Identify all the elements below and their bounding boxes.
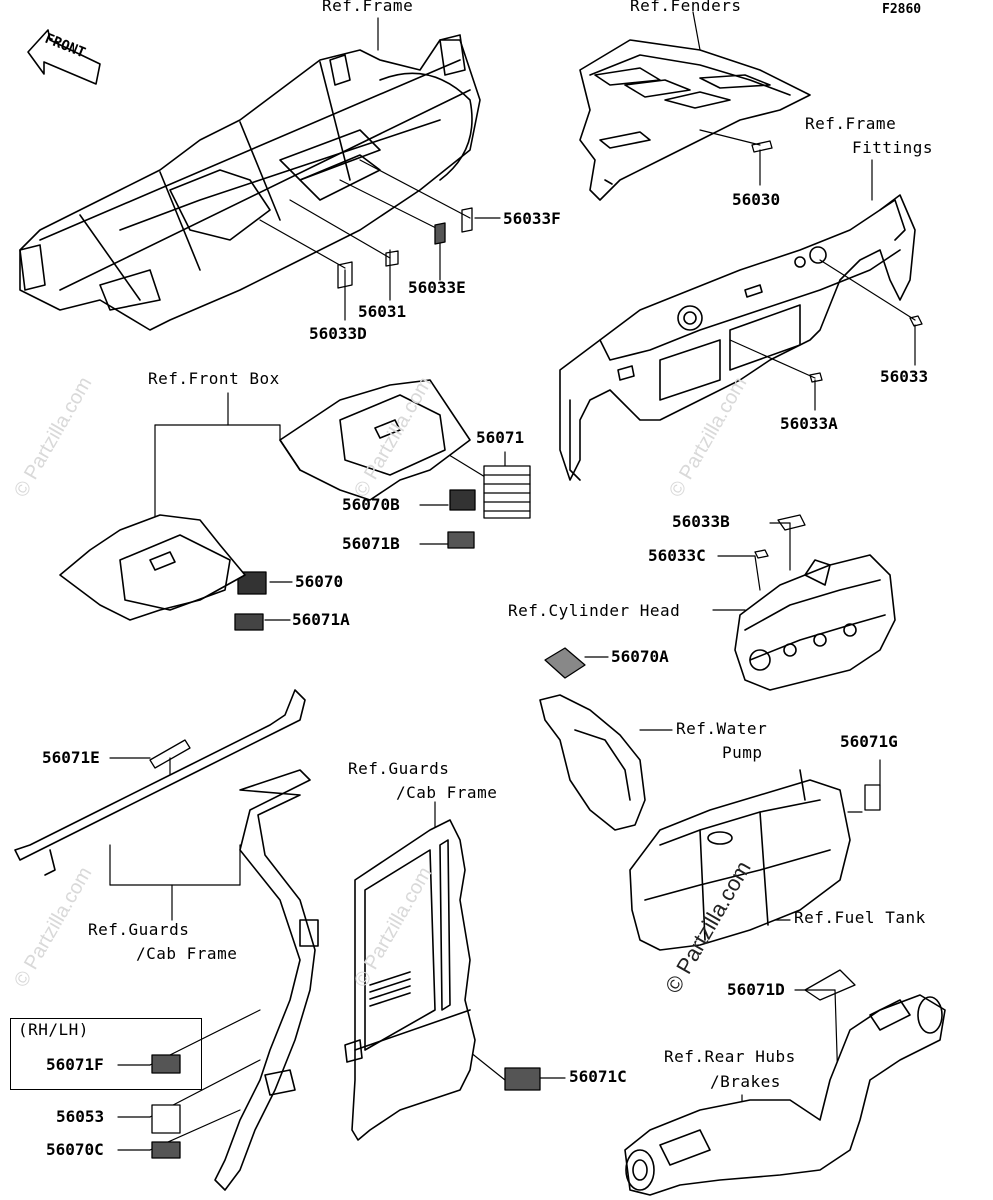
fenders-illustration bbox=[579, 39, 811, 201]
ref-guards-2b: /Cab Frame bbox=[136, 944, 238, 963]
part-56071: 56071 bbox=[476, 428, 525, 447]
fuel-tank-illustration bbox=[629, 769, 851, 951]
cylinder-head-illustration bbox=[734, 554, 896, 691]
ref-water-pump-2: Pump bbox=[722, 743, 763, 762]
ref-frame-fittings-1: Ref.Frame bbox=[805, 114, 897, 133]
part-56071E: 56071E bbox=[42, 748, 100, 767]
part-56070C: 56070C bbox=[46, 1140, 104, 1159]
part-56033B: 56033B bbox=[672, 512, 730, 531]
ref-fenders: Ref.Fenders bbox=[630, 0, 742, 15]
guard-bar-illustration bbox=[14, 689, 306, 876]
part-56071C: 56071C bbox=[569, 1067, 627, 1086]
ref-frame: Ref.Frame bbox=[322, 0, 414, 15]
ref-rear-hubs-2: /Brakes bbox=[710, 1072, 781, 1091]
part-56053: 56053 bbox=[56, 1107, 105, 1126]
ref-front-box: Ref.Front Box bbox=[148, 369, 280, 388]
rear-hubs-illustration bbox=[624, 994, 946, 1196]
part-56033E: 56033E bbox=[408, 278, 466, 297]
part-56070: 56070 bbox=[295, 572, 344, 591]
ref-guards-a: Ref.Guards bbox=[348, 759, 450, 778]
guard-post-illustration bbox=[214, 769, 319, 1191]
ref-water-pump-1: Ref.Water bbox=[676, 719, 768, 738]
part-56033A: 56033A bbox=[780, 414, 838, 433]
part-56071B: 56071B bbox=[342, 534, 400, 553]
part-56071A: 56071A bbox=[292, 610, 350, 629]
frame-illustration bbox=[19, 34, 481, 331]
front-arrow-icon bbox=[27, 29, 101, 85]
ref-cylinder-head: Ref.Cylinder Head bbox=[508, 601, 681, 620]
part-56033D: 56033D bbox=[309, 324, 367, 343]
part-56070B: 56070B bbox=[342, 495, 400, 514]
part-56033C: 56033C bbox=[648, 546, 706, 565]
part-56030: 56030 bbox=[732, 190, 781, 209]
ref-guards-b: /Cab Frame bbox=[396, 783, 498, 802]
rh-lh-label: (RH/LH) bbox=[18, 1020, 89, 1039]
ref-rear-hubs-1: Ref.Rear Hubs bbox=[664, 1047, 796, 1066]
water-pump-illustration bbox=[539, 694, 646, 831]
ref-fuel-tank: Ref.Fuel Tank bbox=[794, 908, 926, 927]
cab-frame-illustration bbox=[344, 819, 476, 1141]
front-box-upper-illustration bbox=[279, 379, 471, 501]
frame-fittings-illustration bbox=[559, 194, 916, 481]
part-56070A: 56070A bbox=[611, 647, 669, 666]
rh-lh-box bbox=[10, 1018, 202, 1090]
part-56071G: 56071G bbox=[840, 732, 898, 751]
part-56071F: 56071F bbox=[46, 1055, 104, 1074]
figure-code: F2860 bbox=[882, 2, 922, 17]
part-56033F: 56033F bbox=[503, 209, 561, 228]
part-56033: 56033 bbox=[880, 367, 929, 386]
part-56031: 56031 bbox=[358, 302, 407, 321]
decal-shapes bbox=[149, 140, 923, 1159]
ref-frame-fittings-2: Fittings bbox=[852, 138, 934, 157]
front-box-lower-illustration bbox=[59, 514, 246, 621]
ref-guards-2a: Ref.Guards bbox=[88, 920, 190, 939]
part-56071D: 56071D bbox=[727, 980, 785, 999]
